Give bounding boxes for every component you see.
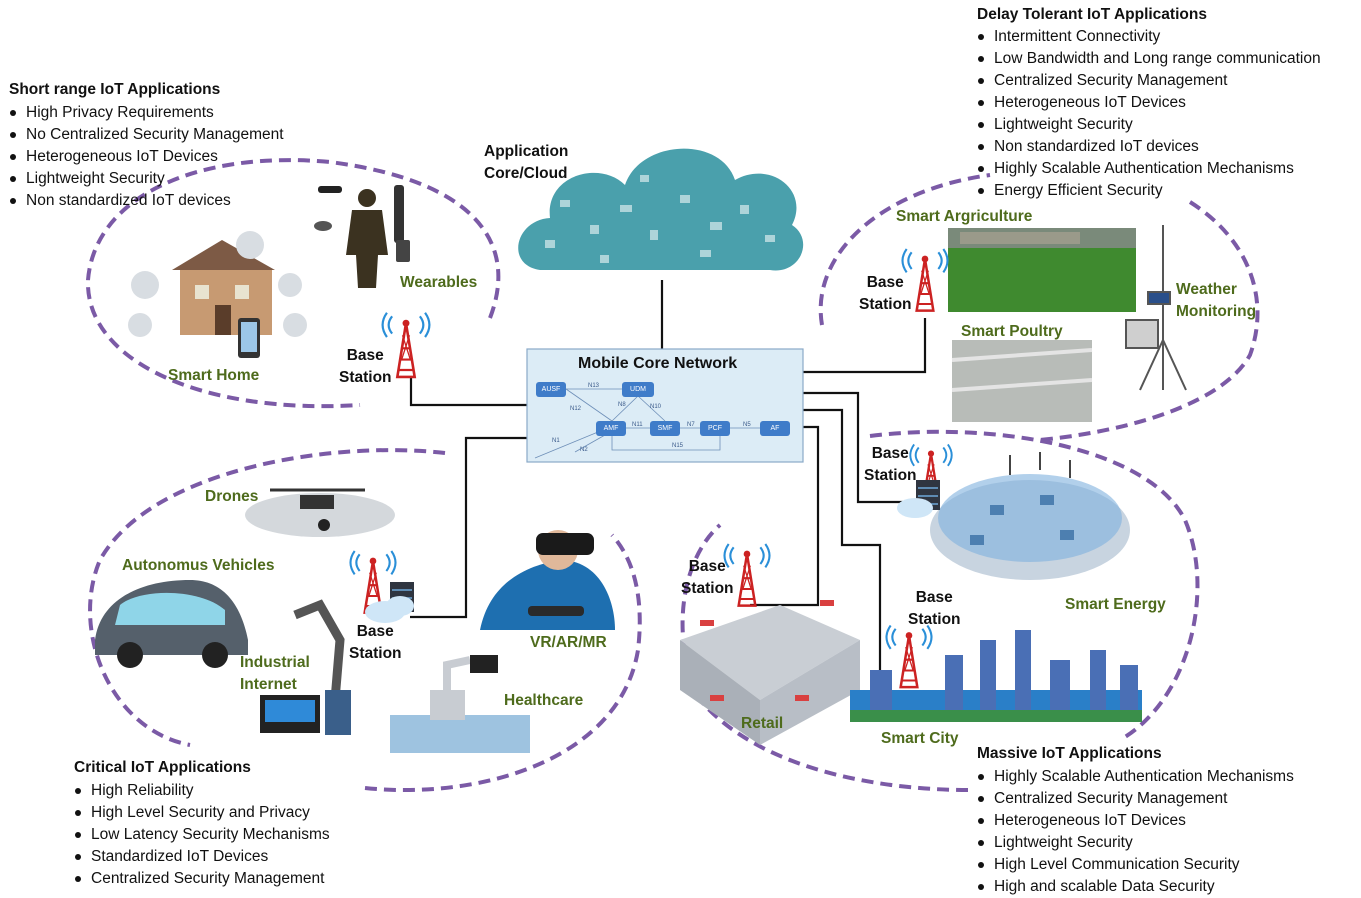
nf-amf: AMF [596, 421, 626, 436]
application-cloud-graphic [518, 148, 804, 271]
base-station-label: Base Station [864, 445, 917, 484]
list-item: Energy Efficient Security [977, 180, 1321, 202]
massive-list: Highly Scalable Authentication Mechanism… [977, 766, 1294, 898]
short-range-list: High Privacy Requirements No Centralized… [9, 102, 284, 212]
list-item: Lightweight Security [977, 832, 1294, 854]
core-network-title: Mobile Core Network [578, 355, 738, 372]
vr-user-graphic [480, 530, 615, 630]
link-label: N12 [570, 406, 582, 412]
list-item: Highly Scalable Authentication Mechanism… [977, 766, 1294, 788]
link-label: N5 [743, 422, 751, 428]
link-agriculture-station [803, 318, 927, 374]
link-label: N7 [687, 422, 695, 428]
list-item: No Centralized Security Management [9, 124, 284, 146]
critical-outline [88, 448, 642, 793]
weather-monitoring-graphic [1125, 225, 1187, 391]
delay-tolerant-list: Intermittent Connectivity Low Bandwidth … [977, 26, 1321, 202]
base-station-label: Base Station [859, 274, 912, 313]
drones-graphic [245, 488, 395, 537]
wearables-label: Wearables [400, 274, 478, 291]
nf-ausf: AUSF [536, 382, 566, 397]
smart-city-label: Smart City [881, 730, 959, 747]
link-label: N15 [672, 443, 684, 449]
healthcare-graphic [390, 655, 530, 753]
cloud-label: Application Core/Cloud [484, 143, 569, 182]
link-energy-station [803, 391, 918, 504]
smart-home-label: Smart Home [168, 367, 260, 384]
wearables-graphic [314, 185, 410, 288]
nf-smf: SMF [650, 421, 680, 436]
industrial-robot-graphic [260, 599, 351, 735]
vr-ar-mr-label: VR/AR/MR [530, 634, 607, 651]
list-item: Non standardized IoT devices [977, 136, 1321, 158]
smart-home-graphic [128, 231, 307, 358]
list-item: High Level Communication Security [977, 854, 1294, 876]
industrial-internet-label: Industrial Internet [240, 654, 310, 693]
smart-agriculture-label: Smart Argriculture [896, 208, 1033, 225]
drones-label: Drones [205, 488, 259, 505]
list-item: High and scalable Data Security [977, 876, 1294, 898]
critical-list: High Reliability High Level Security and… [74, 780, 330, 890]
list-item: Standardized IoT Devices [74, 846, 330, 868]
healthcare-label: Healthcare [504, 692, 584, 709]
link-label: N1 [552, 438, 560, 444]
smart-energy-graphic [930, 452, 1130, 580]
base-station-label: Base Station [908, 589, 961, 628]
delay-tolerant-title: Delay Tolerant IoT Applications [977, 6, 1207, 23]
nf-af: AF [760, 421, 790, 436]
cloud-icon [365, 596, 414, 623]
smart-city-graphic [850, 630, 1142, 722]
smart-poultry-graphic [951, 340, 1093, 422]
list-item: Heterogeneous IoT Devices [9, 146, 284, 168]
list-item: Highly Scalable Authentication Mechanism… [977, 158, 1321, 180]
retail-label: Retail [741, 715, 784, 732]
list-item: Centralized Security Management [74, 868, 330, 890]
link-short-range-station [409, 378, 527, 407]
link-label: N13 [588, 383, 600, 389]
link-label: N8 [618, 402, 626, 408]
retail-graphic [680, 600, 860, 745]
short-range-outline [85, 158, 501, 409]
smart-poultry-label: Smart Poultry [961, 323, 1063, 340]
list-item: Heterogeneous IoT Devices [977, 92, 1321, 114]
mobile-core-network-box [526, 348, 804, 463]
link-label: N11 [632, 422, 643, 428]
nf-udm: UDM [622, 382, 654, 397]
cloud-icon [897, 498, 933, 518]
link-critical-station [410, 436, 527, 619]
cell-tower-icon [885, 624, 933, 689]
base-station-label: Base Station [349, 623, 402, 662]
list-item: Centralized Security Management [977, 788, 1294, 810]
list-item: Heterogeneous IoT Devices [977, 810, 1294, 832]
critical-title: Critical IoT Applications [74, 759, 251, 776]
list-item: High Level Security and Privacy [74, 802, 330, 824]
delay-tolerant-outline [818, 173, 1260, 442]
link-label: N2 [580, 447, 588, 453]
short-range-title: Short range IoT Applications [9, 81, 221, 98]
list-item: Lightweight Security [9, 168, 284, 190]
base-station-label: Base Station [681, 558, 734, 597]
link-retail-station [750, 425, 820, 607]
autonomous-vehicle-graphic [95, 580, 248, 668]
nf-pcf: PCF [700, 421, 730, 436]
link-city-station [803, 408, 882, 690]
smart-agriculture-graphic [948, 228, 1136, 312]
list-item: High Reliability [74, 780, 330, 802]
list-item: Low Latency Security Mechanisms [74, 824, 330, 846]
link-label: N10 [650, 404, 662, 410]
list-item: Lightweight Security [977, 114, 1321, 136]
list-item: Non standardized IoT devices [9, 190, 284, 212]
list-item: High Privacy Requirements [9, 102, 284, 124]
list-item: Centralized Security Management [977, 70, 1321, 92]
list-item: Low Bandwidth and Long range communicati… [977, 48, 1321, 70]
massive-title: Massive IoT Applications [977, 745, 1162, 762]
weather-monitoring-label: Weather Monitoring [1176, 281, 1257, 320]
autonomous-vehicles-label: Autonomus Vehicles [122, 557, 275, 574]
list-item: Intermittent Connectivity [977, 26, 1321, 48]
base-station-label: Base Station [339, 347, 392, 386]
massive-outline [680, 429, 1200, 792]
smart-energy-label: Smart Energy [1065, 596, 1166, 613]
